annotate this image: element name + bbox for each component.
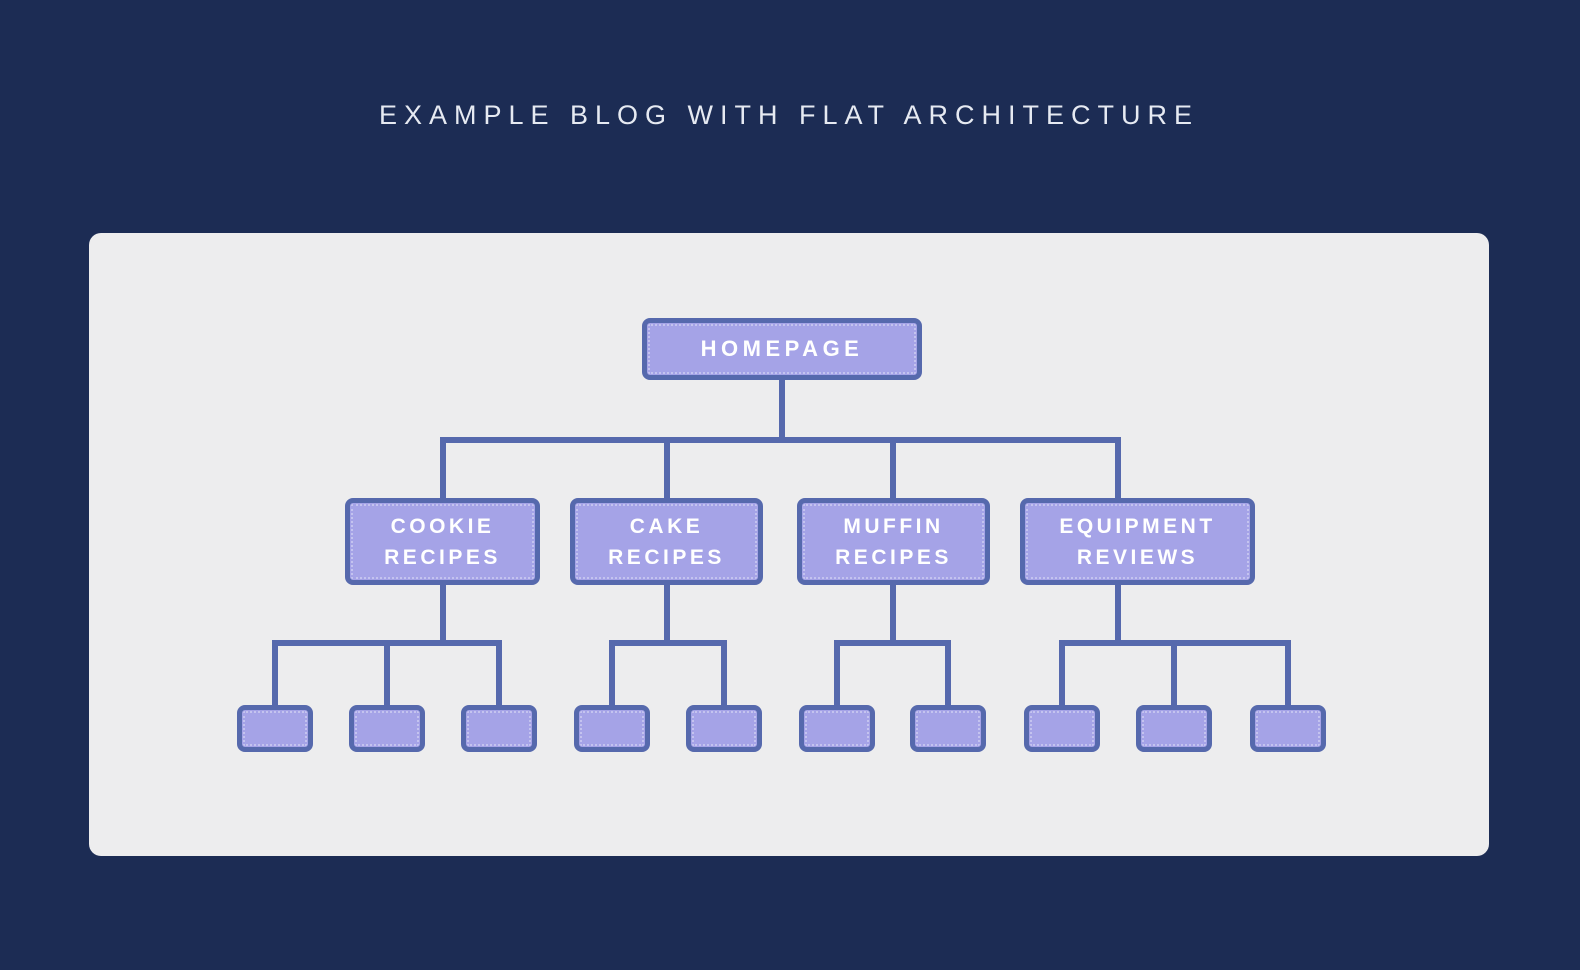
diagram-title: EXAMPLE BLOG WITH FLAT ARCHITECTURE bbox=[378, 100, 1200, 130]
node-homepage: HOMEPAGE bbox=[642, 318, 922, 380]
subpage-box-muffin-2 bbox=[910, 705, 986, 752]
node-cookie-recipes: COOKIE RECIPES bbox=[345, 498, 540, 585]
node-equipment-reviews: EQUIPMENT REVIEWS bbox=[1020, 498, 1255, 585]
node-cake-recipes-label: CAKE RECIPES bbox=[608, 514, 725, 569]
subpage-box-muffin-1 bbox=[799, 705, 875, 752]
node-equipment-reviews-label: EQUIPMENT REVIEWS bbox=[1059, 514, 1216, 569]
subpage-box-equipment-3 bbox=[1250, 705, 1326, 752]
connector-group-cake bbox=[609, 585, 727, 705]
node-homepage-label: HOMEPAGE bbox=[700, 336, 864, 361]
subpage-box-cake-2 bbox=[686, 705, 762, 752]
subpage-box-cake-1 bbox=[574, 705, 650, 752]
diagram-panel: HOMEPAGE COOKIE RECIPES CAKE RECIPES MUF… bbox=[89, 233, 1489, 856]
connector-group-muffin bbox=[834, 585, 951, 705]
connector-group-equipment bbox=[1059, 585, 1291, 705]
connector-group-root bbox=[440, 380, 1121, 498]
subpage-box-equipment-2 bbox=[1136, 705, 1212, 752]
connector-lines bbox=[272, 380, 1291, 705]
node-muffin-recipes-label: MUFFIN RECIPES bbox=[835, 514, 952, 569]
subpage-box-equipment-1 bbox=[1024, 705, 1100, 752]
subpage-box-cookie-3 bbox=[461, 705, 537, 752]
subpage-box-cookie-2 bbox=[349, 705, 425, 752]
node-cake-recipes: CAKE RECIPES bbox=[570, 498, 763, 585]
node-muffin-recipes: MUFFIN RECIPES bbox=[797, 498, 990, 585]
connector-group-cookie bbox=[272, 585, 502, 705]
subpage-box-cookie-1 bbox=[237, 705, 313, 752]
node-cookie-recipes-label: COOKIE RECIPES bbox=[384, 514, 501, 569]
